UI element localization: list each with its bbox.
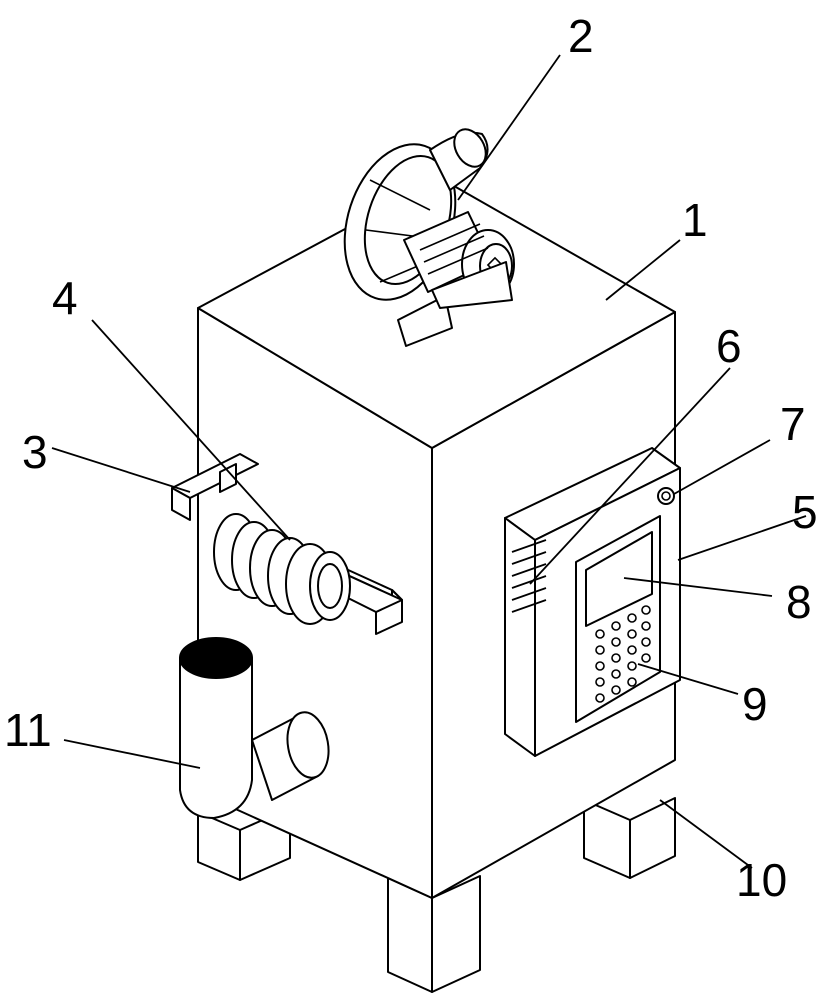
vent-slots — [511, 539, 547, 613]
display-and-keypad — [575, 515, 661, 723]
label-1: 1 — [682, 194, 708, 246]
spring — [213, 513, 351, 625]
leader-lines — [51, 54, 807, 869]
label-5: 5 — [792, 486, 818, 538]
label-4: 4 — [52, 272, 78, 324]
support-legs — [197, 797, 676, 993]
part-labels: 1 2 3 4 5 6 7 8 9 10 11 — [4, 10, 818, 906]
label-11: 11 — [4, 704, 52, 756]
label-6: 6 — [716, 320, 742, 372]
pipe-opening — [179, 637, 253, 679]
outlet-pipe — [179, 637, 330, 819]
label-7: 7 — [780, 398, 806, 450]
label-8: 8 — [786, 576, 812, 628]
blower-fan — [343, 128, 515, 347]
label-9: 9 — [742, 678, 768, 730]
label-10: 10 — [736, 854, 787, 906]
label-2: 2 — [568, 10, 594, 62]
keypad-buttons — [595, 605, 651, 703]
label-3: 3 — [22, 426, 48, 478]
